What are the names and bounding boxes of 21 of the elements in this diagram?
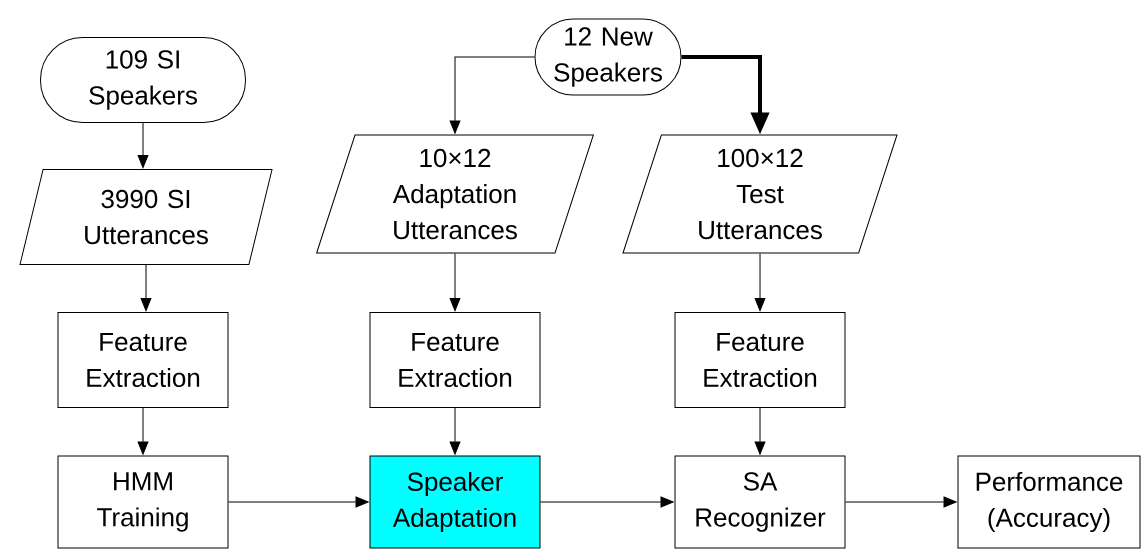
process-box: Speaker Adaptation — [369, 455, 541, 549]
arrow — [449, 56, 535, 134]
data-parallelogram: 100×12 Test Utterances — [622, 134, 898, 254]
process-box: HMM Training — [57, 455, 229, 549]
arrow — [449, 253, 461, 312]
arrow — [845, 496, 957, 508]
arrow — [140, 264, 152, 312]
arrow — [228, 496, 369, 508]
arrow — [754, 407, 766, 455]
process-box: Feature Extraction — [57, 312, 229, 408]
data-parallelogram: 3990 SI Utterances — [19, 169, 273, 265]
process-box: Performance (Accuracy) — [957, 455, 1141, 549]
process-box: SA Recognizer — [674, 455, 846, 549]
data-parallelogram: 10×12 Adaptation Utterances — [316, 134, 594, 254]
arrow — [540, 496, 674, 508]
process-box: Feature Extraction — [674, 312, 846, 408]
arrow — [754, 253, 766, 312]
arrow — [137, 122, 149, 169]
process-box: Feature Extraction — [369, 312, 541, 408]
arrow — [137, 407, 149, 455]
arrow — [449, 407, 461, 455]
